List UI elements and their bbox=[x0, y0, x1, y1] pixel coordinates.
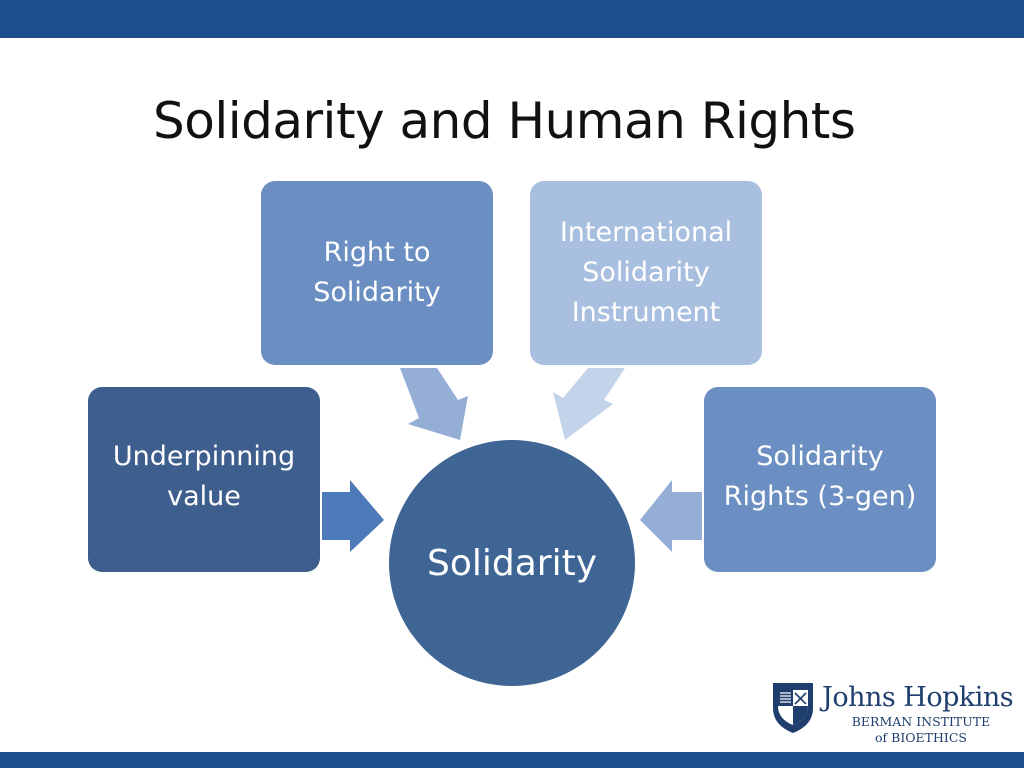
node-underpinning-value: Underpinning value bbox=[88, 387, 320, 572]
johns-hopkins-logo: Johns Hopkins BERMAN INSTITUTE of BIOETH… bbox=[770, 680, 1020, 748]
logo-line-1: Johns Hopkins bbox=[822, 682, 1014, 713]
arrow-from-underpinning-value bbox=[322, 480, 384, 552]
node-right-to-solidarity: Right to Solidarity bbox=[261, 181, 493, 365]
top-banner bbox=[0, 0, 1024, 38]
shield-icon bbox=[773, 683, 813, 733]
bottom-banner bbox=[0, 752, 1024, 768]
node-solidarity-rights: Solidarity Rights (3-gen) bbox=[704, 387, 936, 572]
arrow-from-right-to-solidarity bbox=[400, 368, 468, 440]
logo-line-2: BERMAN INSTITUTE bbox=[851, 714, 991, 729]
node-international-solidarity-instrument: International Solidarity Instrument bbox=[530, 181, 762, 365]
arrow-from-solidarity-rights bbox=[640, 480, 702, 552]
page-title: Solidarity and Human Rights bbox=[153, 92, 856, 150]
center-node-solidarity: Solidarity bbox=[389, 440, 635, 686]
logo-line-3: of BIOETHICS bbox=[875, 730, 967, 745]
arrow-from-international-instrument bbox=[553, 368, 625, 440]
